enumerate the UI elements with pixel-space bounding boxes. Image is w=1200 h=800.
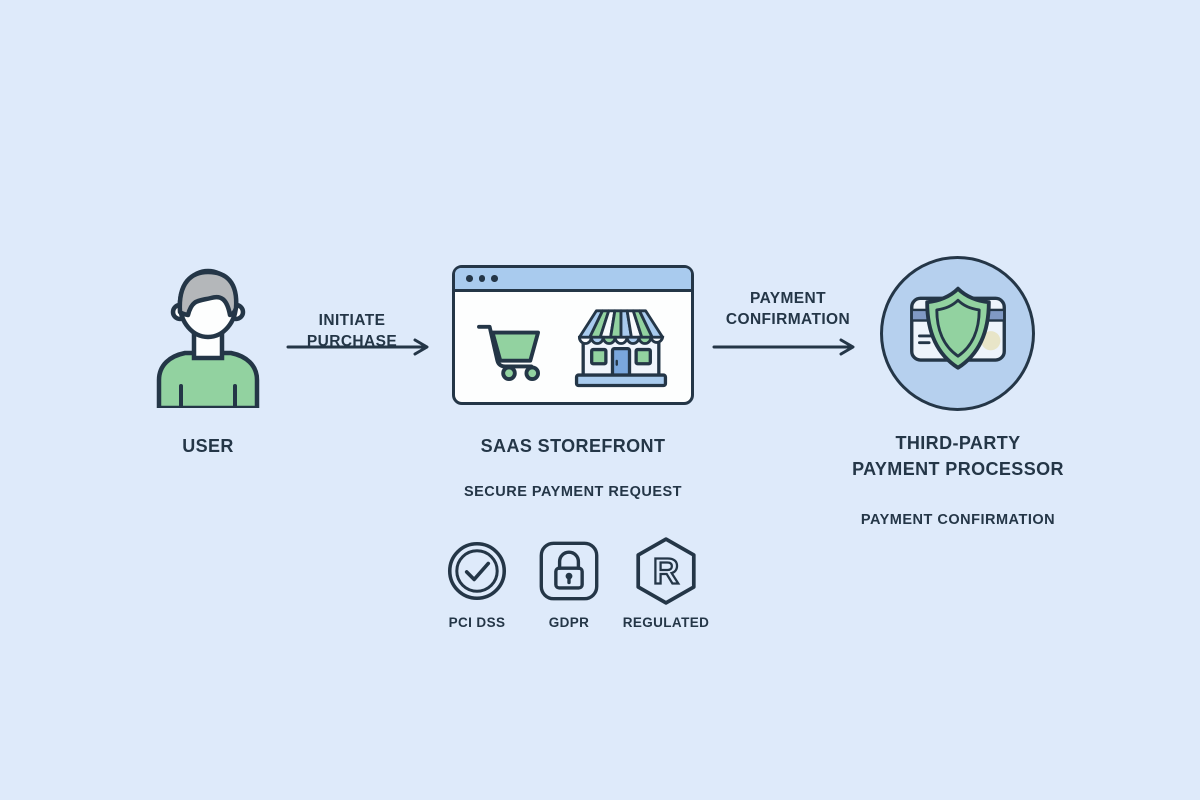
window-dot-icon xyxy=(478,275,485,282)
store-icon xyxy=(574,308,668,387)
arrow-right-icon xyxy=(286,338,429,356)
storefront-label: SAAS STOREFRONT xyxy=(480,436,666,456)
secure-payment-request-label: SECURE PAYMENT REQUEST xyxy=(463,484,683,500)
window-dot-icon xyxy=(491,275,498,282)
regulated-letter: R xyxy=(653,550,679,591)
badge-pci-dss-label: PCI DSS xyxy=(448,615,506,630)
check-circle-icon xyxy=(447,541,507,601)
hexagon-r-icon: R xyxy=(636,537,696,605)
badge-gdpr-label: GDPR xyxy=(548,615,590,630)
store-window-right xyxy=(634,347,652,365)
processor-confirmation-label: PAYMENT CONFIRMATION xyxy=(860,512,1056,528)
arrow-right-icon xyxy=(712,338,855,356)
secure-card-shield-icon xyxy=(909,286,1006,370)
browser-titlebar xyxy=(455,268,691,292)
card-circle xyxy=(980,330,1000,350)
cart-basket xyxy=(490,330,540,363)
badge-regulated-label: REGULATED xyxy=(622,615,710,630)
processor-label: THIRD-PARTY PAYMENT PROCESSOR xyxy=(852,433,1064,479)
shield-inner-outline xyxy=(934,298,981,358)
browser-content xyxy=(455,292,691,406)
store-awning-scallops xyxy=(577,335,665,345)
user-icon xyxy=(156,268,260,408)
user-label: USER xyxy=(182,436,234,456)
user-shirt xyxy=(156,350,260,408)
store-base xyxy=(574,372,668,387)
user-hair xyxy=(177,269,239,318)
storefront-browser-window xyxy=(452,265,694,405)
payment-confirmation-arrow-label: PAYMENT CONFIRMATION xyxy=(725,290,851,328)
payment-processor-node xyxy=(880,256,1035,411)
shopping-cart-icon xyxy=(477,324,540,381)
badge-pci-dss: PCI DSS xyxy=(438,535,516,630)
store-window-left xyxy=(590,347,608,365)
badge-gdpr: GDPR xyxy=(530,535,608,630)
padlock-icon xyxy=(539,541,599,601)
store-awning xyxy=(577,308,665,339)
window-dot-icon xyxy=(466,275,473,282)
store-door xyxy=(610,346,632,379)
badge-regulated: R REGULATED xyxy=(617,535,715,630)
